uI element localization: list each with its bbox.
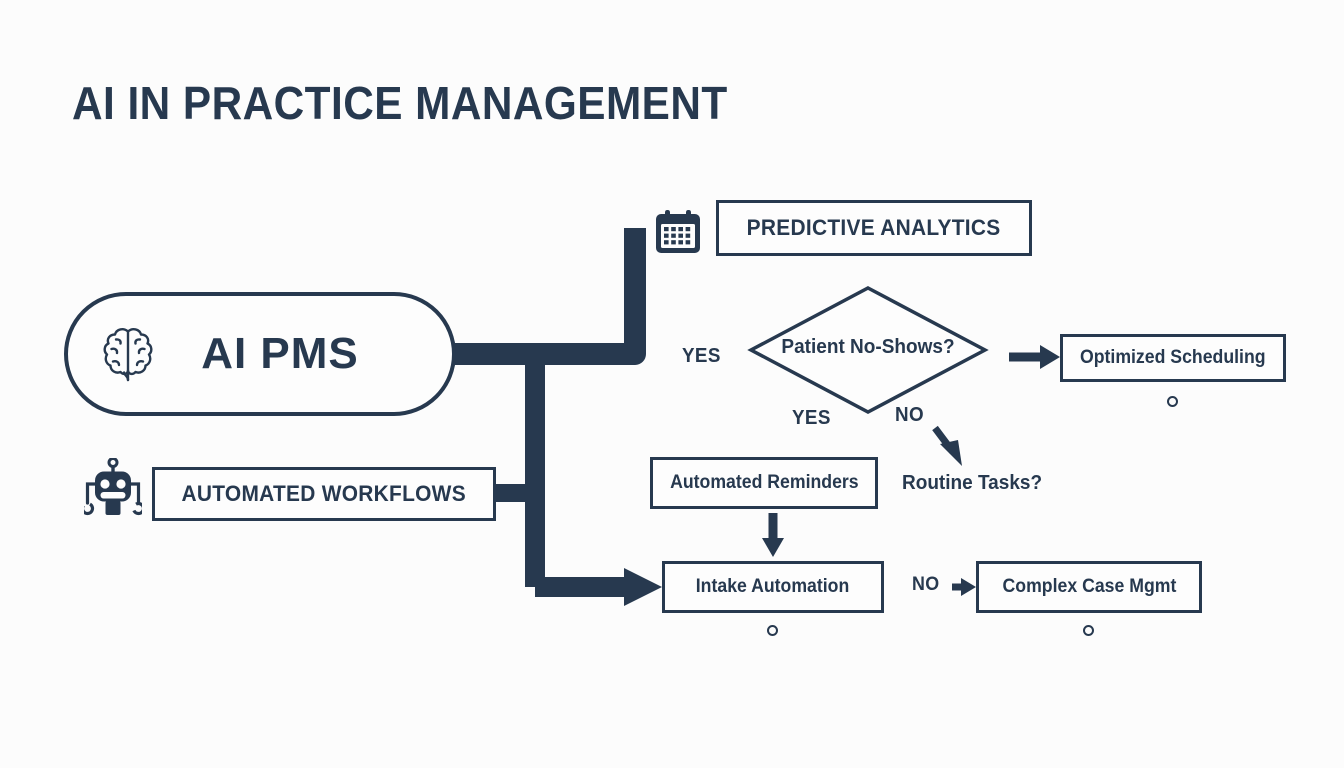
complex-case-mgmt-node[interactable]: Complex Case Mgmt — [976, 561, 1202, 613]
arrowhead-trunk-to-intake — [624, 568, 662, 606]
intake-automation-label: Intake Automation — [696, 576, 850, 597]
status-dot-optimized-scheduling — [1167, 396, 1178, 407]
decision-yes-left-label: YES — [682, 345, 721, 367]
automated-workflows-label: AUTOMATED WORKFLOWS — [181, 481, 467, 506]
arrowhead-reminders-to-intake — [762, 538, 784, 557]
ai-pms-label: AI PMS — [201, 329, 359, 378]
predictive-analytics-node[interactable]: PREDICTIVE ANALYTICS — [716, 200, 1032, 256]
automated-reminders-label: Automated Reminders — [669, 472, 859, 493]
arrow-no-to-routine-shaft — [932, 425, 956, 455]
ai-pms-node[interactable]: AI PMS — [64, 292, 456, 416]
arrowhead-no-to-routine — [940, 440, 962, 466]
routine-tasks-label: Routine Tasks? — [902, 472, 1043, 494]
arrowhead-diamond-to-optimized — [1040, 345, 1060, 369]
automated-workflows-node[interactable]: AUTOMATED WORKFLOWS — [152, 467, 496, 521]
predictive-analytics-label: PREDICTIVE ANALYTICS — [747, 215, 1001, 240]
status-dot-intake-automation — [767, 625, 778, 636]
page-title: AI IN PRACTICE MANAGEMENT — [72, 77, 728, 129]
decision-no-label: NO — [895, 404, 924, 426]
automated-reminders-node[interactable]: Automated Reminders — [650, 457, 878, 509]
brain-icon — [96, 322, 160, 386]
optimized-scheduling-label: Optimized Scheduling — [1080, 347, 1266, 368]
status-dot-complex-case-mgmt — [1083, 625, 1094, 636]
optimized-scheduling-node[interactable]: Optimized Scheduling — [1060, 334, 1286, 382]
complex-case-mgmt-label: Complex Case Mgmt — [1002, 576, 1176, 597]
intake-automation-node[interactable]: Intake Automation — [662, 561, 884, 613]
intake-to-complex-no-label: NO — [912, 574, 940, 595]
robot-icon — [80, 457, 146, 520]
arrowhead-intake-to-complex — [961, 578, 976, 596]
decision-diamond-label: Patient No-Shows? — [781, 336, 955, 358]
trunk-to-predictive — [452, 228, 646, 365]
calendar-icon — [654, 209, 702, 255]
decision-yes-bottom-label: YES — [792, 407, 831, 429]
